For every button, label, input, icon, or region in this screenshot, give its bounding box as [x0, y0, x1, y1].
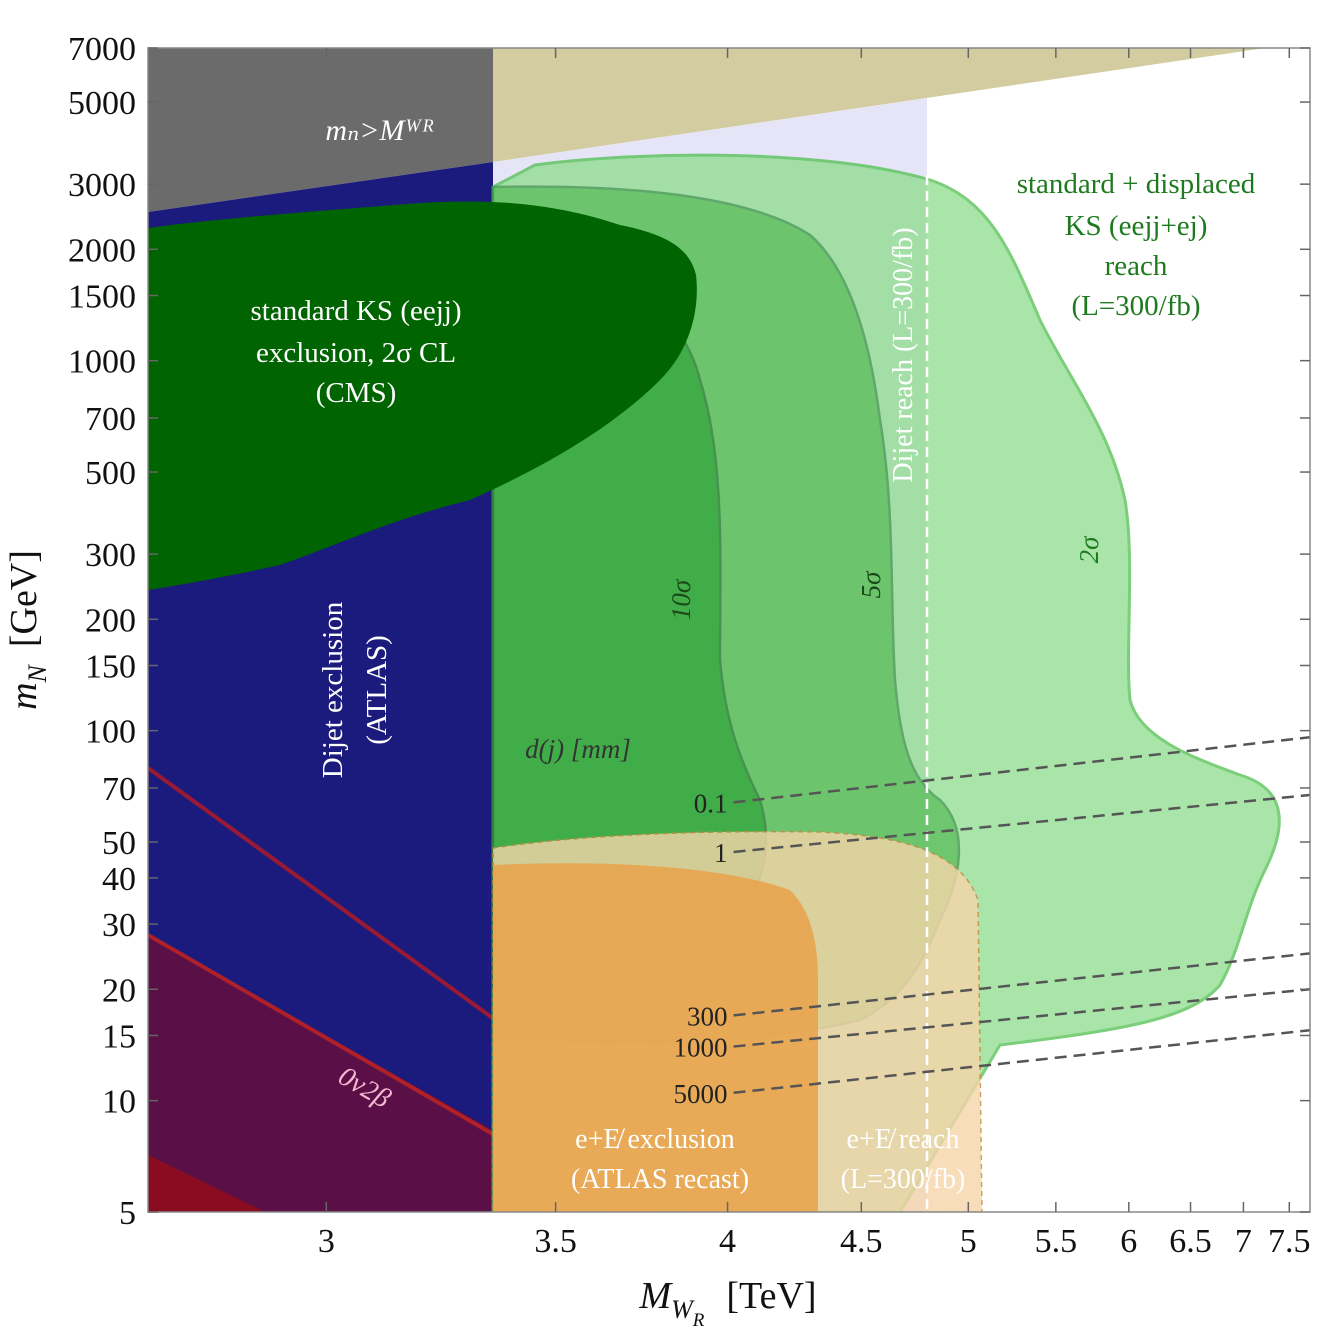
- dijet-exclusion-label-line1: Dijet exclusion: [317, 601, 349, 778]
- region-labels: mₙ>Mᵂᴿ standard KS (eejj) exclusion, 2σ …: [251, 114, 1256, 1195]
- y-tick-label: 500: [85, 455, 136, 492]
- cms-exclusion-region: [148, 201, 697, 591]
- y-tick-label: 200: [85, 602, 136, 639]
- emet-exclusion-region: [493, 863, 818, 1212]
- displacement-contour-line: [733, 735, 1310, 804]
- reach2-label-line1: standard + displaced: [1017, 168, 1256, 200]
- cms-label-line2: exclusion, 2σ CL: [256, 337, 456, 369]
- y-tick-label: 10: [102, 1084, 136, 1121]
- x-tick-label: 5.5: [1035, 1223, 1078, 1260]
- displacement-contour-line: [733, 793, 1310, 854]
- sigma10-label: 10σ: [666, 578, 696, 620]
- y-tick-label: 300: [85, 537, 136, 574]
- displacement-contour-label: 1: [714, 838, 728, 868]
- y-tick-label: 30: [102, 907, 136, 944]
- reach2-label-line3: reach: [1105, 250, 1168, 282]
- reach2-label-line2: KS (eejj+ej): [1065, 210, 1208, 242]
- emet-reach-label-line1: e+E̸ reach: [847, 1124, 960, 1155]
- y-tick-label: 50: [102, 825, 136, 862]
- y-tick-label: 150: [85, 648, 136, 685]
- y-tick-label: 100: [85, 714, 136, 751]
- x-tick-label: 4.5: [840, 1223, 883, 1260]
- sigma2-label: 2σ: [1074, 535, 1104, 564]
- sigma5-label: 5σ: [856, 570, 886, 599]
- x-tick-label: 6.5: [1169, 1223, 1212, 1260]
- displacement-contour-label: 1000: [674, 1033, 728, 1063]
- plot-frame: [147, 47, 1311, 1213]
- displacement-contour-line: [733, 1028, 1310, 1095]
- y-tick-label: 70: [102, 771, 136, 808]
- x-tick-label: 3: [318, 1223, 335, 1260]
- displacement-contours: [733, 735, 1310, 1095]
- 0nu2beta-dark-region: [148, 1155, 265, 1212]
- y-tick-label: 5: [119, 1195, 136, 1232]
- y-tick-label: 3000: [68, 167, 136, 204]
- y-tick-label: 700: [85, 401, 136, 438]
- displacement-contour-line: [733, 952, 1310, 1017]
- x-axis: 3 3.5 4 4.5 5 5.5 6 6.5 7 7.5: [318, 48, 1311, 1260]
- y-axis: 5101520304050701001502003005007001000150…: [68, 31, 1310, 1232]
- displacement-title: d(j) [mm]: [525, 734, 631, 764]
- reach2-label-line4: (L=300/fb): [1071, 290, 1200, 322]
- x-tick-label: 7.5: [1268, 1223, 1311, 1260]
- displacement-contour-label: 5000: [674, 1079, 728, 1109]
- gray-region: [148, 48, 493, 212]
- 0nu2beta-region: [148, 935, 493, 1212]
- displacement-contour-line: [733, 988, 1310, 1048]
- dijet-exclusion-label-line2: (ATLAS): [361, 635, 393, 745]
- y-tick-label: 1500: [68, 279, 136, 316]
- x-tick-label: 3.5: [534, 1223, 577, 1260]
- y-tick-label: 40: [102, 861, 136, 898]
- y-axis-label: mN[GeV]: [3, 550, 52, 710]
- tan-forbidden-region: [493, 48, 1265, 162]
- x-tick-label: 4: [719, 1223, 736, 1260]
- y-tick-label: 15: [102, 1018, 136, 1055]
- dijet-reach-label: Dijet reach (L=300/fb): [888, 227, 919, 482]
- cms-label-line3: (CMS): [316, 377, 397, 409]
- cms-label-line1: standard KS (eejj): [251, 295, 462, 327]
- x-tick-label: 6: [1120, 1223, 1137, 1260]
- emet-exclusion-label-line1: e+E̸ exclusion: [575, 1124, 735, 1155]
- y-tick-label: 2000: [68, 232, 136, 269]
- y-tick-label: 1000: [68, 344, 136, 381]
- y-tick-label: 5000: [68, 85, 136, 122]
- x-tick-label: 7: [1235, 1223, 1252, 1260]
- x-axis-label: MWR[TeV]: [638, 1275, 816, 1331]
- displacement-contour-label: 300: [687, 1001, 728, 1031]
- emet-reach-label-line2: (L=300/fb): [841, 1164, 966, 1195]
- y-tick-label: 20: [102, 972, 136, 1009]
- emet-exclusion-label-line2: (ATLAS recast): [571, 1164, 749, 1195]
- displacement-contour-label: 0.1: [694, 788, 728, 818]
- y-tick-label: 7000: [68, 31, 136, 68]
- x-tick-label: 5: [960, 1223, 977, 1260]
- gray-region-label: mₙ>Mᵂᴿ: [325, 114, 434, 147]
- plot-regions: [148, 48, 1281, 1212]
